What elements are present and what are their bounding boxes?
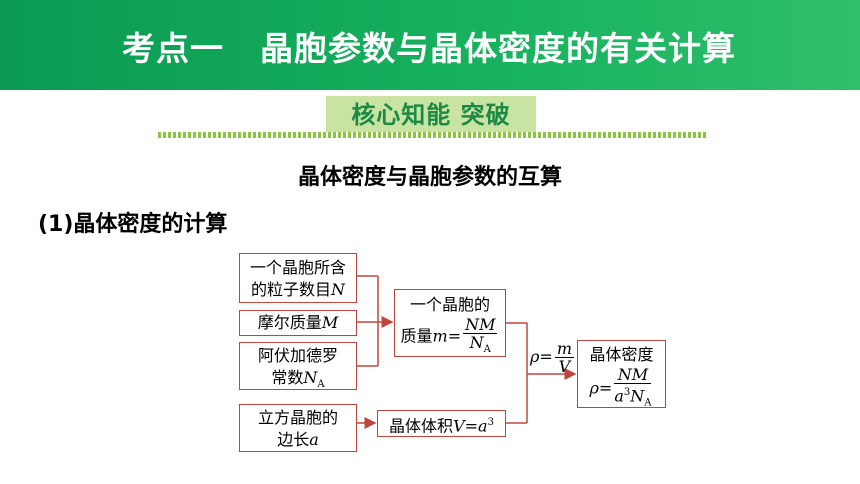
mass-var: m <box>432 326 448 346</box>
b4-var: a <box>309 430 319 449</box>
vol-text: 晶体体积 <box>389 416 454 436</box>
mass-num: NM <box>463 315 498 334</box>
mass-eq: = <box>447 326 462 346</box>
b4-line1: 立方晶胞的 <box>257 408 338 427</box>
result-den: a3NA <box>614 384 651 412</box>
subtitle: 晶体密度与晶胞参数的互算 <box>297 165 562 190</box>
mass-den: NA <box>463 334 497 358</box>
result-sym: ρ <box>589 378 599 398</box>
box-edge-length: 立方晶胞的 边长a <box>239 404 357 452</box>
box-cell-volume: 晶体体积V=a3 <box>377 410 506 437</box>
mass-den-n: N <box>469 333 484 352</box>
result-den-sub: A <box>644 397 652 409</box>
rho-sym: ρ <box>530 347 540 366</box>
title-part1: 考点一 <box>122 29 224 68</box>
result-title: 晶体密度 <box>589 345 654 364</box>
b2-text: 摩尔质量 <box>257 313 322 332</box>
dotted-divider <box>158 132 706 138</box>
title-part2: 晶胞参数与晶体密度的有关计算 <box>260 29 736 68</box>
vol-expr: V=a <box>453 416 488 436</box>
mass-line1: 一个晶胞的 <box>409 295 490 314</box>
section-tag: 核心知能 突破 <box>326 96 536 134</box>
b1-var: N <box>331 280 345 299</box>
vol-sup: 3 <box>487 417 494 428</box>
rho-num: m <box>554 339 574 358</box>
mass-line2: 质量 <box>400 326 433 346</box>
box-particle-count: 一个晶胞所含 的粒子数目N <box>239 253 357 303</box>
box-avogadro: 阿伏加德罗 常数NA <box>239 342 357 390</box>
b3-var: N <box>303 368 318 387</box>
b1-line2: 的粒子数目 <box>250 280 331 299</box>
result-eq: = <box>598 378 613 398</box>
b3-sub: A <box>317 379 325 391</box>
b3-line1: 阿伏加德罗 <box>257 346 338 365</box>
rho-eq: = <box>539 347 553 366</box>
box-molar-mass: 摩尔质量M <box>239 310 357 336</box>
result-num: NM <box>614 366 652 384</box>
b2-var: M <box>321 313 339 332</box>
b3-line2: 常数 <box>271 368 304 387</box>
b1-line1: 一个晶胞所含 <box>249 258 346 277</box>
mass-den-sub: A <box>483 344 491 356</box>
point-title: (1)晶体密度的计算 <box>38 212 228 237</box>
result-den-n: N <box>630 386 645 406</box>
rho-den: V <box>558 357 571 376</box>
title-bar: 考点一晶胞参数与晶体密度的有关计算 <box>0 0 860 90</box>
result-den-sup: 3 <box>623 387 631 398</box>
b4-line2: 边长 <box>277 430 310 449</box>
page-title: 考点一晶胞参数与晶体密度的有关计算 <box>122 22 736 70</box>
result-den-a: a <box>614 386 624 406</box>
